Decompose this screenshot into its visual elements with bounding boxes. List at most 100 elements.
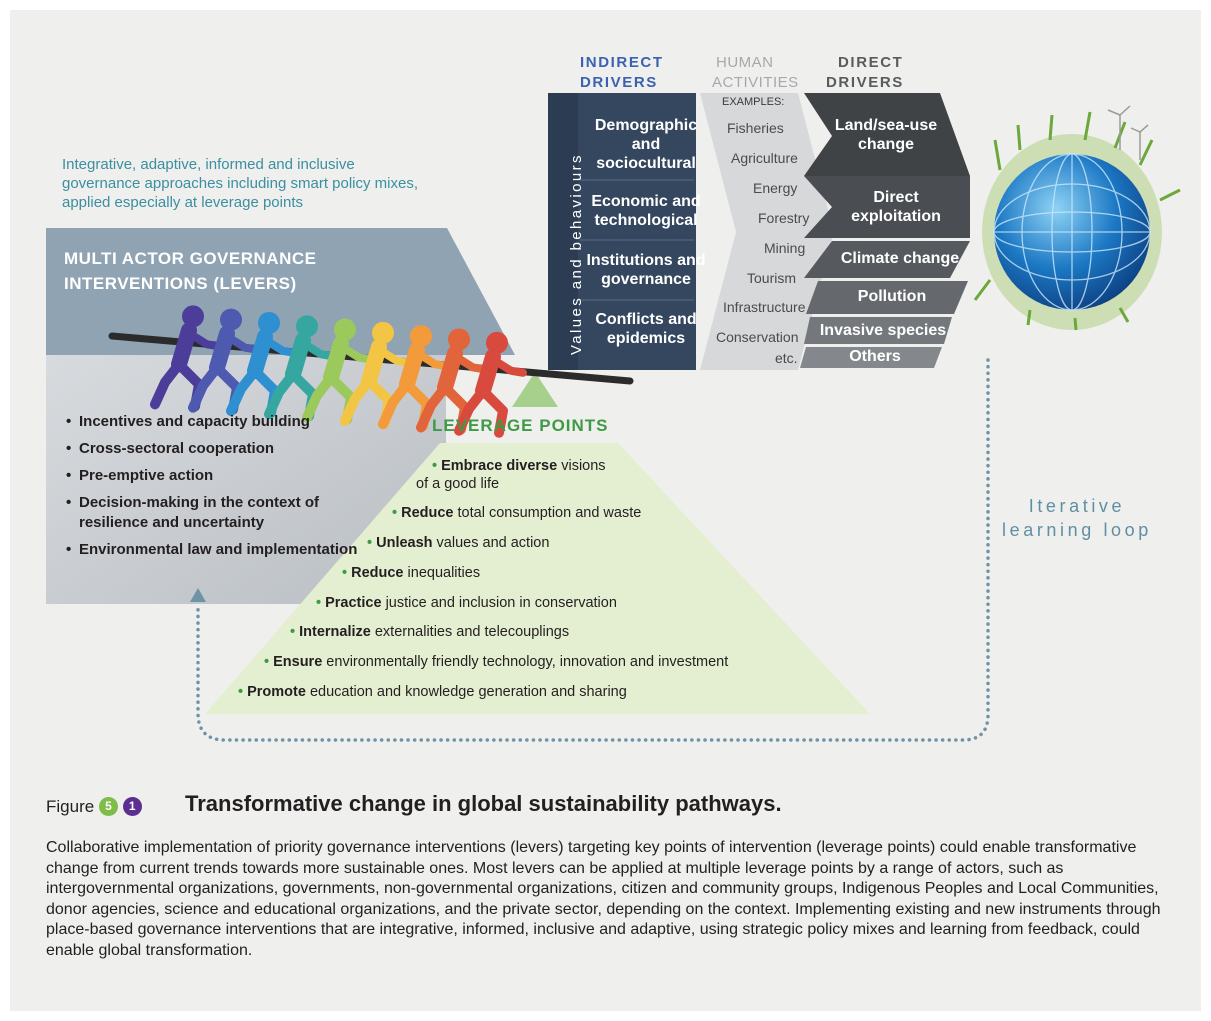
leverage-points-title: LEVERAGE POINTS <box>432 416 609 435</box>
driver-line: and <box>631 136 661 153</box>
direct-drivers-header: DIRECT DRIVERS <box>826 53 904 93</box>
driver-line: Institutions and <box>586 252 706 269</box>
lever-item: Incentives and capacity building <box>64 412 364 432</box>
lp-rest: inequalities <box>403 565 481 581</box>
lp-bold: Embrace diverse <box>441 458 558 474</box>
driver-line: governance <box>601 271 691 288</box>
direct-driver-band-5 <box>804 317 952 344</box>
loop-line: learning loop <box>1002 520 1152 540</box>
figure-title: Transformative change in global sustaina… <box>185 791 782 816</box>
human-activity-item: Forestry <box>758 210 810 226</box>
leverage-point-item: • Unleash values and action <box>367 535 550 551</box>
header-line: INDIRECT <box>580 54 664 71</box>
person-figure <box>454 331 527 438</box>
header-line: ACTIVITIES <box>712 74 799 91</box>
lp-line2: of a good life <box>416 476 500 492</box>
lp-rest: visions <box>557 458 606 474</box>
figure-label: Figure 5 1 <box>46 797 142 817</box>
lp-bold: Reduce <box>401 505 454 521</box>
lp-bold: Promote <box>247 684 306 700</box>
driver-line: epidemics <box>606 330 686 347</box>
lever-item: Cross-sectoral cooperation <box>64 439 364 459</box>
direct-driver-item: Direct exploitation <box>832 188 960 226</box>
header-line: DRIVERS <box>580 74 658 91</box>
direct-driver-band-4 <box>806 281 968 314</box>
figure-word: Figure <box>46 797 95 816</box>
driver-line: Land/sea-use <box>834 117 938 134</box>
header-line: DIRECT <box>838 54 904 71</box>
human-activity-item: Energy <box>753 180 798 196</box>
learning-loop-label: Iterative learning loop <box>1002 494 1152 542</box>
driver-line: Conflicts and <box>595 311 697 328</box>
direct-driver-band-6 <box>800 347 942 368</box>
leverage-point-item: • Reduce total consumption and waste <box>392 505 642 521</box>
direct-driver-item: Pollution <box>857 288 927 305</box>
figure-caption: Collaborative implementation of priority… <box>46 839 1161 959</box>
direct-driver-band-1 <box>804 93 970 176</box>
human-activities-header: HUMAN ACTIVITIES <box>712 53 799 93</box>
driver-line: exploitation <box>851 208 941 225</box>
leverage-point-item: • Practice justice and inclusion in cons… <box>316 595 617 611</box>
loop-arrowhead <box>190 588 206 602</box>
driver-line: technological <box>594 212 698 229</box>
lever-item: Decision-making in the context of resili… <box>64 493 364 533</box>
levers-title: MULTI ACTOR GOVERNANCE INTERVENTIONS (LE… <box>64 249 317 293</box>
lever-item: Pre-emptive action <box>64 466 364 486</box>
lp-bold: Ensure <box>273 654 323 670</box>
levers-list: Incentives and capacity building Cross-s… <box>64 412 364 567</box>
direct-driver-band-3 <box>804 241 970 278</box>
human-activity-item: Tourism <box>747 270 797 286</box>
lp-bold: Practice <box>325 595 382 611</box>
leverage-point-item: • Embrace diverse visions of a good life <box>416 458 606 492</box>
direct-driver-item: Invasive species <box>819 322 947 339</box>
examples-label: EXAMPLES: <box>722 96 785 108</box>
lp-rest: justice and inclusion in conservation <box>381 595 617 611</box>
governance-note: Integrative, adaptive, informed and incl… <box>62 156 419 211</box>
lp-rest: total consumption and waste <box>453 505 642 521</box>
loop-line: Iterative <box>1028 496 1126 516</box>
direct-driver-item: Climate change <box>840 250 960 267</box>
direct-driver-item: Others <box>849 348 901 365</box>
driver-line: sociocultural <box>596 155 696 172</box>
leverage-point-item: • Promote education and knowledge genera… <box>238 684 627 700</box>
human-activity-item: Conservation <box>716 329 799 345</box>
indirect-driver-item: Economic and technological <box>580 192 712 230</box>
human-activity-item: Fisheries <box>727 120 784 136</box>
lever-item: Environmental law and implementation <box>64 540 364 560</box>
values-strip <box>548 93 578 370</box>
leverage-point-item: • Ensure environmentally friendly techno… <box>264 654 729 670</box>
driver-line: Economic and <box>591 193 701 210</box>
lp-rest: externalities and telecouplings <box>370 624 570 640</box>
indirect-driver-item: Institutions and governance <box>580 251 712 289</box>
lp-rest: environmentally friendly technology, inn… <box>322 654 729 670</box>
globe-illustration <box>973 105 1181 331</box>
figure-number-badge: 1 <box>122 797 142 816</box>
driver-line: Demographic <box>594 117 698 134</box>
direct-driver-band-2 <box>804 176 970 238</box>
driver-line: change <box>857 136 914 153</box>
person-figure <box>378 325 451 432</box>
chapter-badge: 5 <box>98 797 118 816</box>
learning-loop-path <box>196 358 990 742</box>
levers-header-shape <box>46 228 515 355</box>
human-activity-item: Mining <box>764 240 806 256</box>
indirect-drivers-column <box>548 93 696 370</box>
indirect-driver-item: Conflicts and epidemics <box>580 310 712 348</box>
human-activity-item: Infrastructure <box>723 299 806 315</box>
direct-driver-item: Land/sea-use change <box>820 116 952 154</box>
fulcrum-triangle <box>512 372 558 407</box>
human-activity-item: Agriculture <box>731 150 798 166</box>
lp-bold: Unleash <box>376 535 433 551</box>
lp-rest: education and knowledge generation and s… <box>305 684 627 700</box>
indirect-drivers-header: INDIRECT DRIVERS <box>580 53 664 93</box>
lp-bold: Reduce <box>351 565 404 581</box>
indirect-driver-item: Demographic and sociocultural <box>580 116 712 173</box>
leverage-point-item: • Internalize externalities and telecoup… <box>290 624 570 640</box>
human-activities-chevron <box>700 93 834 370</box>
lp-bold: Internalize <box>299 624 371 640</box>
leverage-pyramid <box>205 443 870 714</box>
lp-rest: values and action <box>432 535 550 551</box>
header-line: DRIVERS <box>826 74 904 91</box>
driver-line: Direct <box>873 189 919 206</box>
leverage-point-item: • Reduce inequalities <box>342 565 481 581</box>
